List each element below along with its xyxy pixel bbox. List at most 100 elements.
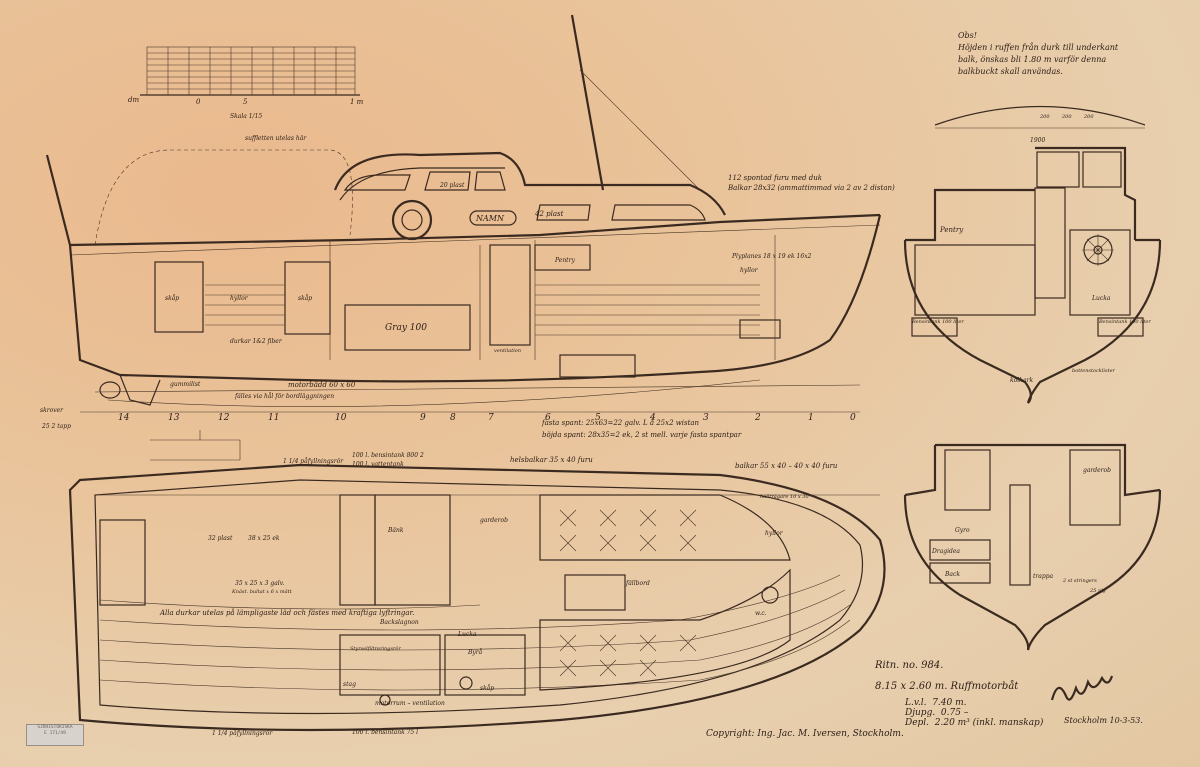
obs-line-2: balk, önskas bli 1.80 m varför denna	[958, 55, 1107, 64]
stem	[699, 214, 882, 374]
section-hull-starboard-lower	[1026, 489, 1162, 651]
profile-view: NAMN suffletten utelas här 42 plast Pent…	[40, 14, 895, 439]
profile-label-pentry: Pentry	[554, 257, 575, 264]
propeller	[99, 381, 121, 399]
obs-line-1: Höjden i ruffen från durk till underkant	[958, 43, 1119, 52]
berth-starboard	[539, 494, 791, 561]
profile-label-ventilation: ventilation	[494, 348, 521, 354]
cabin-roof-inner	[339, 167, 505, 201]
shelves	[205, 284, 285, 326]
section-label-stringers: 2 st stringers	[1062, 578, 1097, 584]
archive-stamp: SJÖHISTORISKA E 171/49	[26, 724, 84, 746]
obs-heading: Obs!	[958, 31, 977, 40]
section-label-bottenstockar: bottenstocklister	[1072, 368, 1116, 374]
cabin-window	[343, 174, 411, 191]
scale-dm-label: dm	[128, 96, 139, 104]
plan-label-bensintank-top: 100 l. bensintank 800 2	[352, 452, 424, 459]
plan-label-vattentank: 100 l. vattentank	[352, 461, 404, 468]
berth-cushion-marks	[559, 509, 697, 677]
scale-ratio-label: Skala 1/15	[230, 113, 262, 120]
plan-note-durkar-text: Alla durkar utelas på lämpligaste läd oc…	[159, 608, 414, 617]
station-5: 5	[595, 413, 601, 423]
baseline	[94, 384, 861, 393]
lifebuoy-inner	[401, 209, 423, 231]
door	[489, 244, 531, 346]
stamp-line-2: E 171/49	[44, 731, 66, 736]
detail-sketch	[150, 430, 241, 461]
djup-value: 0.75 –	[940, 708, 969, 718]
plan-label-lucka: Lucka	[457, 631, 477, 638]
scale-one-m-label: 1 m	[350, 98, 364, 106]
lvl-label: L.v.l.	[905, 698, 927, 708]
station-14: 14	[118, 413, 130, 423]
plan-label-pafyllning-top: 1 1/4 påfyllningsrör	[283, 458, 344, 465]
section-hull-starboard	[1026, 239, 1162, 404]
plan-label-byra: Byrå	[467, 649, 483, 656]
stay-line	[579, 69, 701, 191]
signature-mark	[1050, 675, 1114, 701]
plan-label-hallbalkar: hallträgare 10 x 30	[760, 494, 809, 500]
station-numbers: 14 13 12 11 10 9 8 7 6 5 4 3 2 1 0	[80, 411, 860, 423]
profile-label-tapp: 25 2 tapp	[41, 423, 71, 430]
plan-label-wc: w.c.	[755, 610, 767, 617]
section-label-back: Back	[944, 571, 960, 578]
profile-label-hyllor: hyllor	[230, 295, 249, 302]
section-label-kolhark: kolhark	[1010, 377, 1033, 384]
section-label-trappa: trappa	[1033, 573, 1054, 580]
section-window	[1036, 151, 1080, 188]
scale-five-label: 5	[243, 98, 248, 106]
transom-box	[99, 519, 146, 606]
section-view-top: 1900 200 200 200 Pentry Bensintank 100 l…	[903, 105, 1162, 404]
plan-inner-outline	[94, 479, 864, 715]
profile-label-skap-2: skåp	[298, 295, 312, 302]
plan-label-motorrum: motorrum – ventilation	[375, 700, 445, 707]
station-12: 12	[218, 413, 230, 423]
plan-label-garderob: garderob	[480, 517, 508, 524]
locker-box	[339, 494, 376, 606]
cabin-window	[536, 204, 591, 221]
drawer	[929, 562, 991, 584]
flagstaff	[45, 154, 72, 246]
cabin-window	[474, 171, 506, 191]
profile-label-hyllor-2: hyllor	[740, 267, 759, 274]
folding-cover	[94, 149, 353, 246]
station-6: 6	[545, 413, 551, 423]
plan-label-pafyllning-bottom: 1 1/4 påfyllningsrör	[212, 730, 273, 737]
berth-port	[539, 568, 791, 691]
station-13: 13	[168, 413, 180, 423]
fuel-tank-starboard	[1097, 317, 1144, 337]
transom	[68, 244, 121, 377]
copyright-line: Copyright: Ing. Jac. M. Iversen, Stockho…	[706, 729, 904, 739]
plan-label-dim-3: 35 x 25 x 3 galv.	[235, 580, 284, 587]
garderob-box	[1069, 449, 1121, 526]
engine	[344, 304, 471, 351]
scale-zero-label: 0	[196, 98, 201, 106]
fuel-tank-port	[911, 317, 958, 337]
station-2: 2	[754, 413, 761, 423]
station-10: 10	[335, 413, 347, 423]
mast	[570, 14, 605, 191]
profile-label-fasta-spant: fasta spant: 25x63=22 galv. L å 25x2 wis…	[541, 418, 700, 427]
profile-label-plast20: 20 plast	[439, 182, 465, 189]
dresser-box	[444, 634, 526, 696]
rudder	[119, 374, 161, 406]
plan-hull-outline	[68, 463, 886, 732]
plan-label-skap: skåp	[480, 685, 494, 692]
obs-note: Obs! Höjden i ruffen från durk till unde…	[958, 30, 1148, 78]
section-label-lucka: Lucka	[1091, 295, 1111, 302]
section-label-dragidea: Dragidea	[931, 548, 960, 555]
section-door	[1034, 187, 1066, 299]
section-label-garderob: garderob	[1083, 467, 1111, 474]
locker	[154, 261, 204, 333]
pentry-block	[914, 244, 1036, 316]
grace-tank	[739, 319, 781, 339]
bench-box	[374, 494, 451, 606]
profile-label-bojda-spant: böjda spant: 28x35=2 ek, 2 st mell. varj…	[542, 431, 742, 439]
name-plate	[469, 210, 517, 226]
station-0: 0	[850, 413, 856, 423]
section-label-pentry: Pentry	[939, 226, 964, 234]
section-window	[1082, 151, 1122, 188]
plan-label-dim-1: 32 plast	[208, 535, 233, 542]
depl-value: 2.20 m³ (inkl. manskap)	[934, 718, 1044, 728]
